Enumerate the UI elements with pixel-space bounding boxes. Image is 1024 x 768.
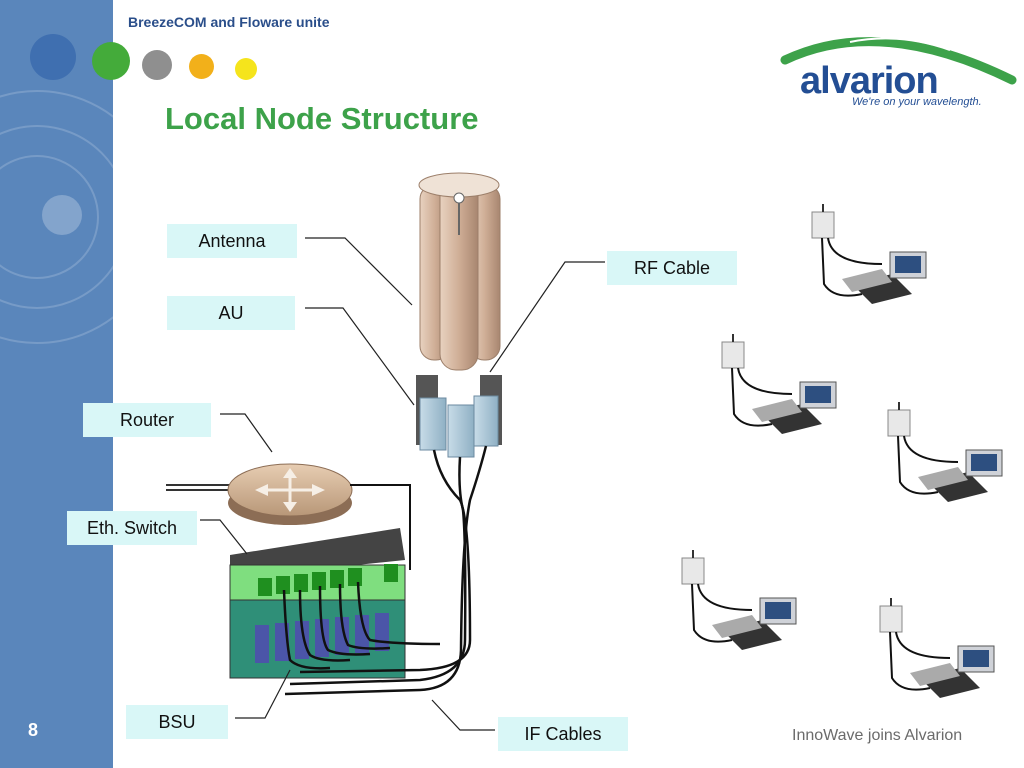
rf-cable-leader-line [489,261,605,373]
label-antenna: Antenna [167,224,297,258]
subscriber-unit-icon [811,204,927,304]
slide-title: Local Node Structure [165,101,479,136]
router-leader-line [220,413,273,453]
label-router: Router [83,403,211,437]
label-au: AU [167,296,295,330]
decor-dot-gray [142,50,172,80]
if-cables-icon [282,445,488,696]
header-tagline: BreezeCOM and Floware unite [128,14,330,30]
decor-dot-yellow [235,58,257,80]
subscriber-unit-icon [887,402,1003,502]
router-switch-link [350,484,411,570]
subscriber-unit-icon [681,550,797,650]
decor-dot-blue [30,34,76,80]
subscriber-unit-icon [721,334,837,434]
sidebar-decoration [0,0,113,768]
logo-word: alvarion [800,60,939,102]
label-rf-cable: RF Cable [607,251,737,285]
bsu-leader-line [235,669,291,719]
page-number: 8 [28,720,39,740]
if-cables-leader-line [431,699,495,731]
decor-dot-green [92,42,130,80]
subscriber-unit-icon [879,598,995,698]
au-unit-icon [416,375,502,458]
antenna-leader-line [305,237,413,306]
logo-tagline: We're on your wavelength. [852,96,982,108]
router-icon [166,463,353,525]
label-bsu: BSU [126,705,228,739]
bsu-rack-icon [229,599,406,679]
switch-leader-line [200,519,248,555]
label-if-cables: IF Cables [498,717,628,751]
alvarion-logo-icon [780,37,1017,85]
antenna-icon [418,172,501,371]
label-eth-switch: Eth. Switch [67,511,197,545]
au-leader-line [305,307,415,406]
decor-dot-orange [189,54,214,79]
footer-text: InnoWave joins Alvarion [792,727,963,744]
